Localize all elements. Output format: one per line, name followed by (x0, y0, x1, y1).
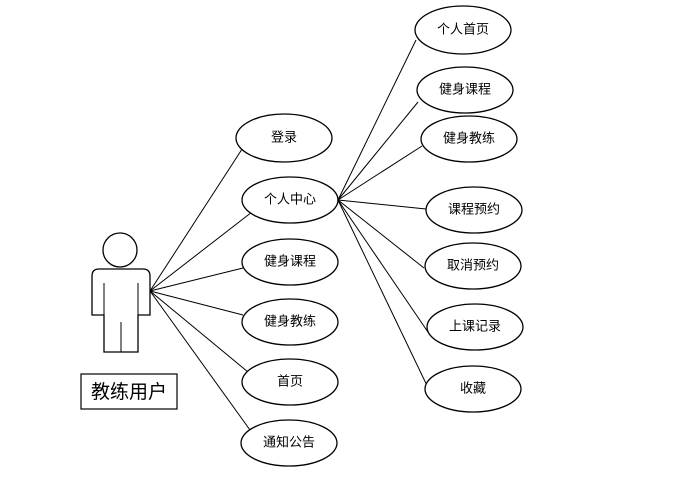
use-case-class-records[interactable]: 上课记录 (426, 303, 524, 351)
line-pc-cancel-booking (337, 199, 425, 269)
use-case-home[interactable]: 首页 (241, 358, 339, 406)
svg-text:健身课程: 健身课程 (264, 254, 316, 270)
svg-text:取消预约: 取消预约 (447, 259, 499, 274)
line-pc-class-records (337, 199, 431, 336)
actor-body (91, 268, 151, 353)
line-pc-favorites (337, 199, 433, 397)
line-pc-course-booking (337, 199, 427, 210)
use-case-rc-fitness-courses[interactable]: 健身课程 (416, 66, 514, 114)
line-actor-fitness-coaches (149, 290, 244, 316)
actor-label: 教练用户 (91, 381, 167, 403)
svg-text:上课记录: 上课记录 (449, 320, 501, 335)
svg-text:个人中心: 个人中心 (264, 193, 316, 208)
use-case-personal-home[interactable]: 个人首页 (414, 5, 512, 55)
line-actor-fitness-courses (149, 267, 244, 292)
actor-head (102, 232, 138, 268)
use-case-fitness-coaches[interactable]: 健身教练 (241, 298, 339, 346)
line-actor-notice (149, 290, 251, 431)
actor-connections (149, 142, 253, 431)
svg-text:通知公告: 通知公告 (263, 435, 315, 451)
svg-text:首页: 首页 (277, 375, 303, 390)
use-case-fitness-courses[interactable]: 健身课程 (241, 238, 339, 286)
use-case-login[interactable]: 登录 (235, 113, 333, 163)
svg-text:收藏: 收藏 (460, 382, 486, 397)
use-case-personal-center[interactable]: 个人中心 (241, 176, 339, 224)
svg-text:健身教练: 健身教练 (264, 314, 316, 330)
personal-center-connections (337, 39, 433, 397)
svg-text:健身课程: 健身课程 (439, 82, 491, 98)
actor-figure (91, 232, 151, 353)
svg-text:健身教练: 健身教练 (443, 131, 495, 147)
use-case-favorites[interactable]: 收藏 (424, 365, 522, 413)
use-case-cancel-booking[interactable]: 取消预约 (424, 242, 522, 290)
line-pc-personal-home (337, 39, 417, 201)
line-actor-personal-center (149, 211, 253, 292)
line-actor-home (149, 290, 249, 373)
line-pc-fitness-coaches (337, 145, 423, 201)
use-case-rc-fitness-coaches[interactable]: 健身教练 (420, 115, 518, 163)
line-pc-fitness-courses (337, 101, 419, 201)
svg-text:登录: 登录 (271, 131, 297, 146)
svg-text:个人首页: 个人首页 (437, 23, 489, 38)
svg-text:课程预约: 课程预约 (448, 203, 500, 218)
line-actor-login (149, 142, 247, 292)
use-case-course-booking[interactable]: 课程预约 (425, 186, 523, 234)
actor-label-box: 教练用户 (80, 373, 178, 410)
use-case-notice[interactable]: 通知公告 (240, 419, 338, 467)
